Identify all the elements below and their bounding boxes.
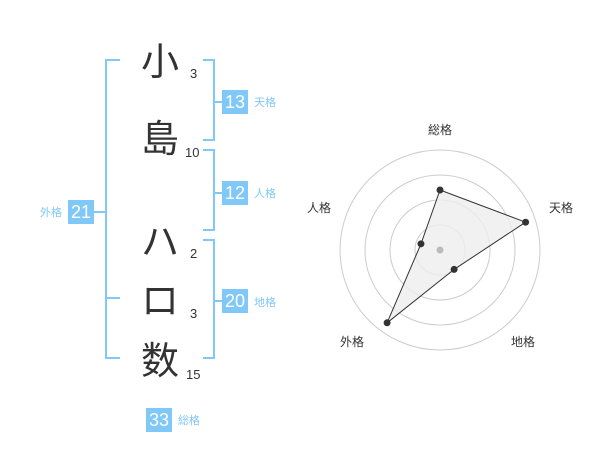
stroke-count-2: 10 xyxy=(185,145,200,160)
gaikaku-bracket xyxy=(105,59,120,359)
chikaku-label: 地格 xyxy=(254,296,276,309)
radar-axis-label-soukaku: 総格 xyxy=(428,123,453,137)
stroke-count-4: 3 xyxy=(190,306,198,321)
radar-point-4 xyxy=(383,319,391,327)
radar-point-1 xyxy=(436,186,444,194)
radar-axis-label-tenkaku: 天格 xyxy=(549,201,574,215)
chikaku-bracket xyxy=(203,239,215,359)
gaikaku-value-box: 21 xyxy=(68,200,95,224)
tenkaku-bracket xyxy=(203,59,215,141)
radar-polygon xyxy=(386,189,527,324)
jinkaku-bracket xyxy=(203,149,215,231)
name-char-4: ロ xyxy=(140,279,179,323)
radar-axis-label-gaikaku: 外格 xyxy=(340,335,365,349)
radar-axis-label-jinkaku: 人格 xyxy=(307,201,332,215)
chikaku-value-box: 20 xyxy=(222,289,249,313)
soukaku-label: 総格 xyxy=(178,414,200,427)
radar-point-2 xyxy=(522,218,530,226)
stroke-count-5: 15 xyxy=(186,367,201,382)
stroke-count-3: 2 xyxy=(190,246,198,261)
gaikaku-label: 外格 xyxy=(40,206,62,219)
name-char-2: 島 xyxy=(140,117,179,161)
soukaku-value-box: 33 xyxy=(146,408,173,432)
radar-point-3 xyxy=(450,265,458,273)
radar-point-5 xyxy=(417,240,425,248)
radar-ring-4 xyxy=(339,149,541,351)
name-char-3: ハ xyxy=(140,220,179,264)
jinkaku-label: 人格 xyxy=(254,187,276,200)
name-char-5: 数 xyxy=(140,339,179,383)
radar-ring-3 xyxy=(364,174,516,326)
tenkaku-value-box: 13 xyxy=(222,90,249,114)
stroke-count-1: 3 xyxy=(190,66,198,81)
jinkaku-value-box: 12 xyxy=(222,181,249,205)
tenkaku-label: 天格 xyxy=(254,96,276,109)
radar-center-dot xyxy=(436,246,444,254)
name-char-1: 小 xyxy=(140,40,179,84)
radar-axis-label-chikaku: 地格 xyxy=(511,335,536,349)
